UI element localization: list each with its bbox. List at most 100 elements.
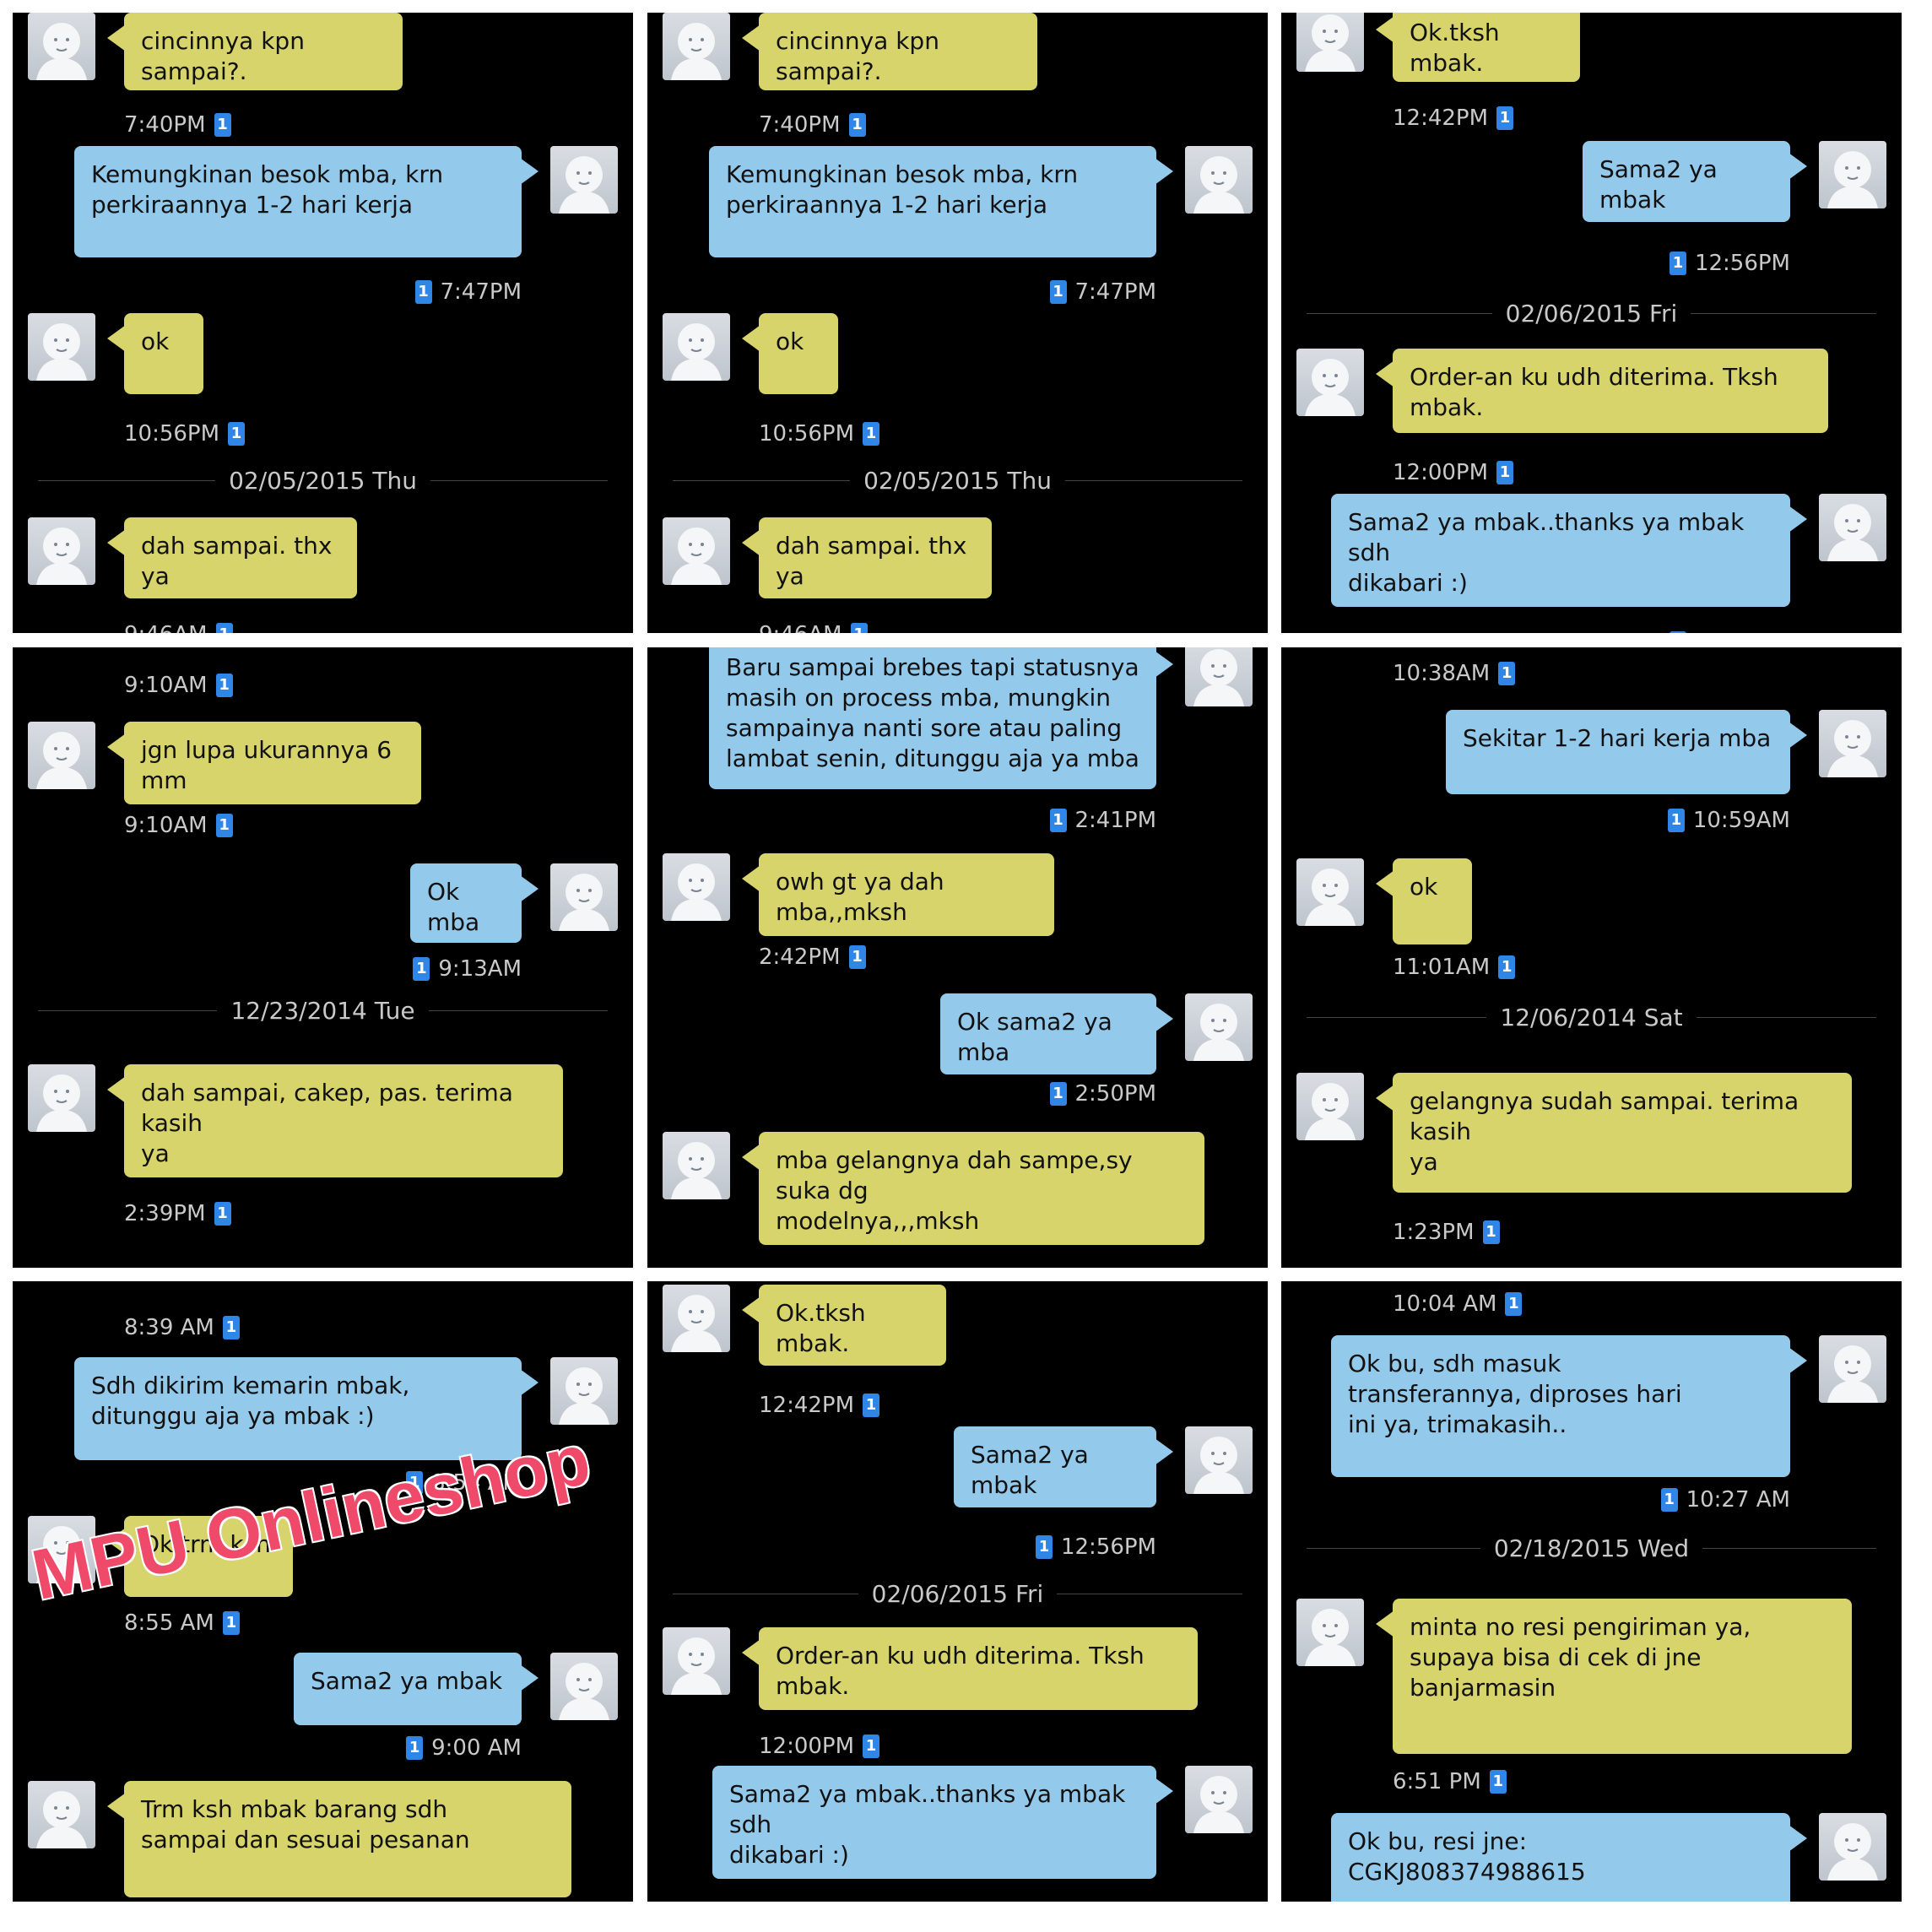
contact-avatar-icon[interactable]: [1819, 1813, 1886, 1881]
incoming-message-bubble[interactable]: ok: [107, 313, 203, 394]
incoming-message-bubble[interactable]: dah sampai, cakep, pas. terima kasih ya: [107, 1064, 563, 1177]
contact-avatar-icon[interactable]: [550, 146, 618, 214]
incoming-message-bubble[interactable]: owh gt ya dah mba,,mksh: [742, 853, 1054, 936]
contact-avatar-icon[interactable]: [1185, 1766, 1253, 1833]
contact-avatar-icon[interactable]: [1296, 858, 1364, 926]
timestamp-text: 8:54 AM: [431, 1470, 522, 1496]
divider: [1696, 1016, 1877, 1018]
divider: [1307, 1547, 1480, 1549]
outgoing-message-bubble[interactable]: Kemungkinan besok mba, krn perkiraannya …: [709, 146, 1173, 257]
timestamp-text: 12:42PM: [1393, 106, 1489, 131]
timestamp-text: 7:47PM: [440, 279, 522, 305]
incoming-message-bubble[interactable]: mba gelangnya dah sampe,sy suka dg model…: [742, 1132, 1204, 1245]
contact-avatar-icon[interactable]: [1819, 494, 1886, 561]
outgoing-message-bubble[interactable]: Ok mba: [410, 863, 538, 943]
timestamp-text: 9:10AM: [124, 673, 208, 698]
sim-icon: 1: [215, 814, 233, 837]
contact-avatar-icon[interactable]: [1819, 141, 1886, 208]
outgoing-message-bubble[interactable]: Sama2 ya mbak: [294, 1653, 538, 1725]
outgoing-message-bubble[interactable]: Sdh dikirim kemarin mbak, ditunggu aja y…: [74, 1357, 538, 1460]
incoming-message-bubble[interactable]: Ok.tksh mbak.: [1376, 13, 1580, 82]
contact-avatar-icon[interactable]: [28, 517, 95, 585]
timestamp-text: 2:50PM: [1074, 1081, 1157, 1107]
incoming-message-bubble[interactable]: cincinnya kpn sampai?.: [107, 13, 403, 90]
incoming-message-bubble[interactable]: Trm ksh mbak barang sdh sampai dan sesua…: [107, 1781, 571, 1897]
incoming-message-bubble[interactable]: ok: [1376, 858, 1472, 944]
contact-avatar-icon[interactable]: [1296, 349, 1364, 416]
timestamp-text: 7:40PM: [124, 112, 206, 138]
contact-avatar-icon[interactable]: [550, 1357, 618, 1425]
contact-avatar-icon[interactable]: [550, 1653, 618, 1720]
outgoing-message-bubble[interactable]: Sama2 ya mbak: [1583, 141, 1807, 222]
contact-avatar-icon[interactable]: [28, 722, 95, 789]
contact-avatar-icon[interactable]: [663, 853, 730, 921]
outgoing-message-bubble[interactable]: Sama2 ya mbak..thanks ya mbak sdh dikaba…: [712, 1766, 1173, 1879]
contact-avatar-icon[interactable]: [550, 863, 618, 931]
contact-avatar-icon[interactable]: [1296, 1599, 1364, 1666]
contact-avatar-icon[interactable]: [1819, 1335, 1886, 1403]
contact-avatar-icon[interactable]: [1185, 993, 1253, 1061]
contact-avatar-icon[interactable]: [1185, 146, 1253, 214]
timestamp-text: 7:47PM: [1074, 279, 1157, 305]
incoming-message-bubble[interactable]: dah sampai. thx ya: [107, 517, 357, 598]
outgoing-message-bubble[interactable]: Sama2 ya mbak..thanks ya mbak sdh dikaba…: [1331, 494, 1807, 607]
incoming-message-bubble[interactable]: jgn lupa ukurannya 6 mm: [107, 722, 421, 804]
contact-avatar-icon[interactable]: [1819, 710, 1886, 777]
contact-avatar-icon[interactable]: [1185, 647, 1253, 706]
outgoing-message-bubble[interactable]: Sekitar 1-2 hari kerja mba: [1446, 710, 1807, 794]
contact-avatar-icon[interactable]: [663, 1627, 730, 1695]
outgoing-message-bubble[interactable]: Baru sampai brebes tapi statusnya masih …: [709, 647, 1173, 789]
contact-avatar-icon[interactable]: [1296, 13, 1364, 72]
contact-avatar-icon[interactable]: [663, 313, 730, 381]
incoming-message-bubble[interactable]: ok: [742, 313, 838, 394]
incoming-message-bubble[interactable]: cincinnya kpn sampai?.: [742, 13, 1037, 90]
chat-panel-5[interactable]: Baru sampai brebes tapi statusnya masih …: [647, 647, 1268, 1268]
contact-avatar-icon[interactable]: [663, 1285, 730, 1352]
incoming-message-bubble[interactable]: dah sampai. thx ya: [742, 517, 992, 598]
sim-icon: 1: [1049, 1082, 1067, 1106]
contact-avatar-icon[interactable]: [28, 13, 95, 80]
contact-avatar-icon[interactable]: [663, 1132, 730, 1199]
outgoing-message-bubble[interactable]: Ok bu, resi jne: CGKJ808374988615: [1331, 1813, 1807, 1902]
contact-avatar-icon[interactable]: [28, 1516, 95, 1583]
contact-avatar-icon[interactable]: [28, 1781, 95, 1848]
contact-avatar-icon[interactable]: [663, 13, 730, 80]
contact-avatar-icon[interactable]: [1185, 1426, 1253, 1494]
timestamp-text: 6:51 PM: [1393, 1769, 1481, 1794]
date-label: 12/23/2014 Tue: [230, 996, 415, 1025]
contact-avatar-icon[interactable]: [1296, 1073, 1364, 1140]
contact-avatar-icon[interactable]: [28, 313, 95, 381]
timestamp-text: 12:56PM: [1694, 251, 1790, 276]
incoming-message-bubble[interactable]: minta no resi pengiriman ya, supaya bisa…: [1376, 1599, 1852, 1754]
contact-avatar-icon[interactable]: [663, 517, 730, 585]
incoming-message-bubble[interactable]: Order-an ku udh diterima. Tksh mbak.: [742, 1627, 1198, 1710]
divider: [1702, 1547, 1877, 1549]
outgoing-message-bubble[interactable]: Ok sama2 ya mba: [940, 993, 1173, 1074]
contact-avatar-icon[interactable]: [28, 1064, 95, 1132]
outgoing-message-bubble[interactable]: Kemungkinan besok mba, krn perkiraannya …: [74, 146, 538, 257]
incoming-message-bubble[interactable]: gelangnya sudah sampai. terima kasih ya: [1376, 1073, 1852, 1193]
incoming-message-bubble[interactable]: Order-an ku udh diterima. Tksh mbak.: [1376, 349, 1828, 433]
date-label: 02/05/2015 Thu: [863, 466, 1052, 495]
timestamp-text: 12:00PM: [759, 1734, 855, 1759]
sim-icon: 1: [1667, 809, 1685, 832]
outgoing-message-bubble[interactable]: Sama2 ya mbak: [954, 1426, 1173, 1507]
incoming-message-bubble[interactable]: Ok trm ksh: [107, 1516, 293, 1597]
outgoing-message-bubble[interactable]: Ok bu, sdh masuk transferannya, diproses…: [1331, 1335, 1807, 1477]
incoming-message-bubble[interactable]: Ok.tksh mbak.: [742, 1285, 946, 1366]
